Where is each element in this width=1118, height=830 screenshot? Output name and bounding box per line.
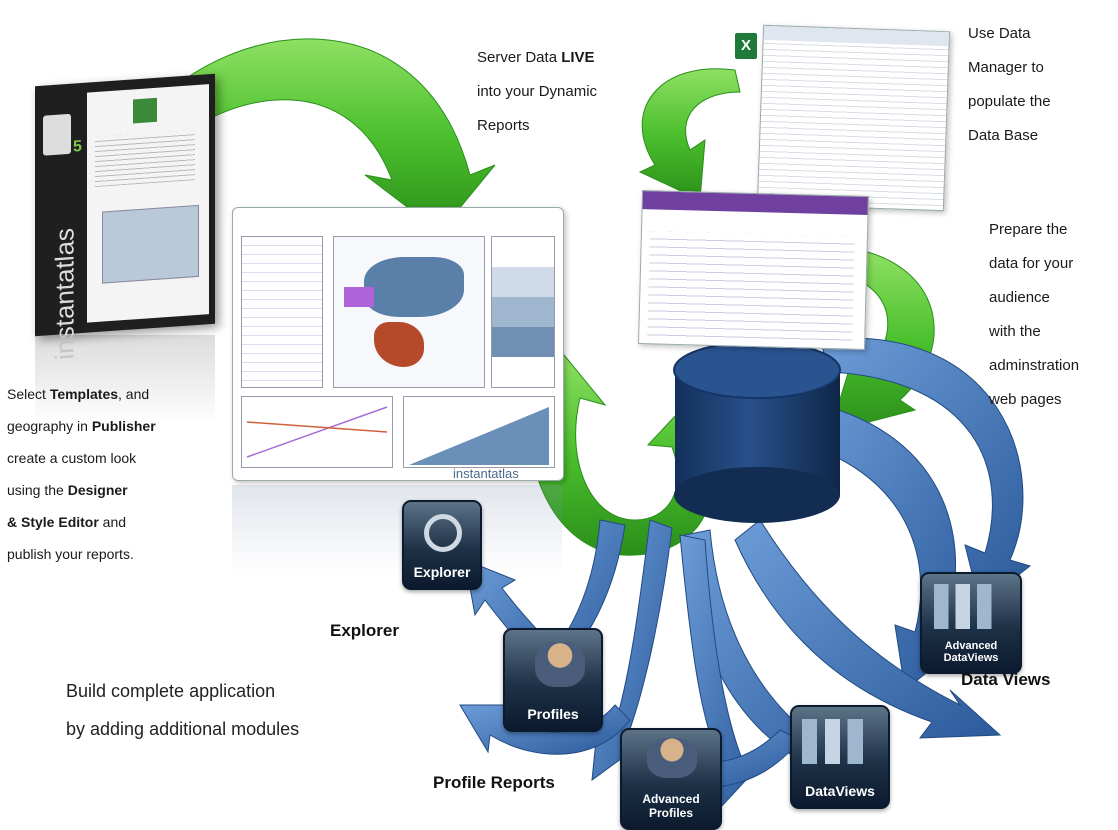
blue-arrow-7 xyxy=(591,519,673,782)
caption-server-data: Server Data LIVE into your Dynamic Repor… xyxy=(477,49,598,134)
instantatlas-product-box: 5 instantatlas xyxy=(35,73,215,361)
area-list xyxy=(241,236,323,388)
admin-web-page xyxy=(638,190,869,350)
box-screen xyxy=(87,84,209,323)
blue-arrow-3 xyxy=(734,519,1002,739)
advanced-dataviews-tile[interactable]: Advanced DataViews xyxy=(920,572,1022,674)
time-series-chart xyxy=(241,396,393,468)
dashboard-reflection xyxy=(232,485,562,575)
green-arrow-datamanager xyxy=(638,68,741,201)
caption-prepare-data: Prepare the data for your audience with … xyxy=(989,221,1080,408)
dashboard-footer-brand: instantatlas xyxy=(453,466,519,481)
map-view xyxy=(333,236,485,388)
excel-icon: X xyxy=(735,33,757,59)
chart-icon xyxy=(934,584,1006,629)
bar-chart xyxy=(403,396,555,468)
map-legend xyxy=(491,236,555,388)
explorer-tile[interactable]: Explorer xyxy=(402,500,482,590)
label-explorer: Explorer xyxy=(330,621,399,640)
profiles-tile-label: Profiles xyxy=(527,706,579,722)
explorer-tile-label: Explorer xyxy=(413,564,471,580)
version-badge: 5 xyxy=(73,138,82,156)
advanced-profiles-tile[interactable]: Advanced Profiles xyxy=(620,728,722,830)
people-icon xyxy=(535,642,585,687)
dataviews-tile[interactable]: DataViews xyxy=(790,705,890,809)
product-box-reflection xyxy=(35,335,215,425)
excel-sheet xyxy=(756,24,951,212)
label-data-views: Data Views xyxy=(961,670,1051,689)
brand-vertical-text: instantatlas xyxy=(49,227,80,361)
profiles-tile[interactable]: Profiles xyxy=(503,628,603,732)
blue-arrow-5 xyxy=(679,534,762,810)
people-icon xyxy=(647,738,697,778)
advanced-profiles-tile-label: Advanced Profiles xyxy=(642,792,700,820)
magnifier-icon xyxy=(424,514,462,552)
caption-data-manager: Use Data Manager to populate the Data Ba… xyxy=(968,25,1051,144)
advanced-dataviews-tile-label: Advanced DataViews xyxy=(943,640,999,664)
database-icon xyxy=(673,341,841,523)
dashboard-screenshot: instantatlas xyxy=(232,207,564,481)
chart-icon xyxy=(802,719,878,764)
green-arrow-publish xyxy=(149,38,496,233)
dataviews-tile-label: DataViews xyxy=(805,783,875,799)
label-profile-reports: Profile Reports xyxy=(433,773,555,792)
instantatlas-logo xyxy=(43,113,71,156)
caption-publisher: Select Templates, and geography in Publi… xyxy=(7,386,156,562)
caption-build-application: Build complete application by adding add… xyxy=(66,681,300,739)
